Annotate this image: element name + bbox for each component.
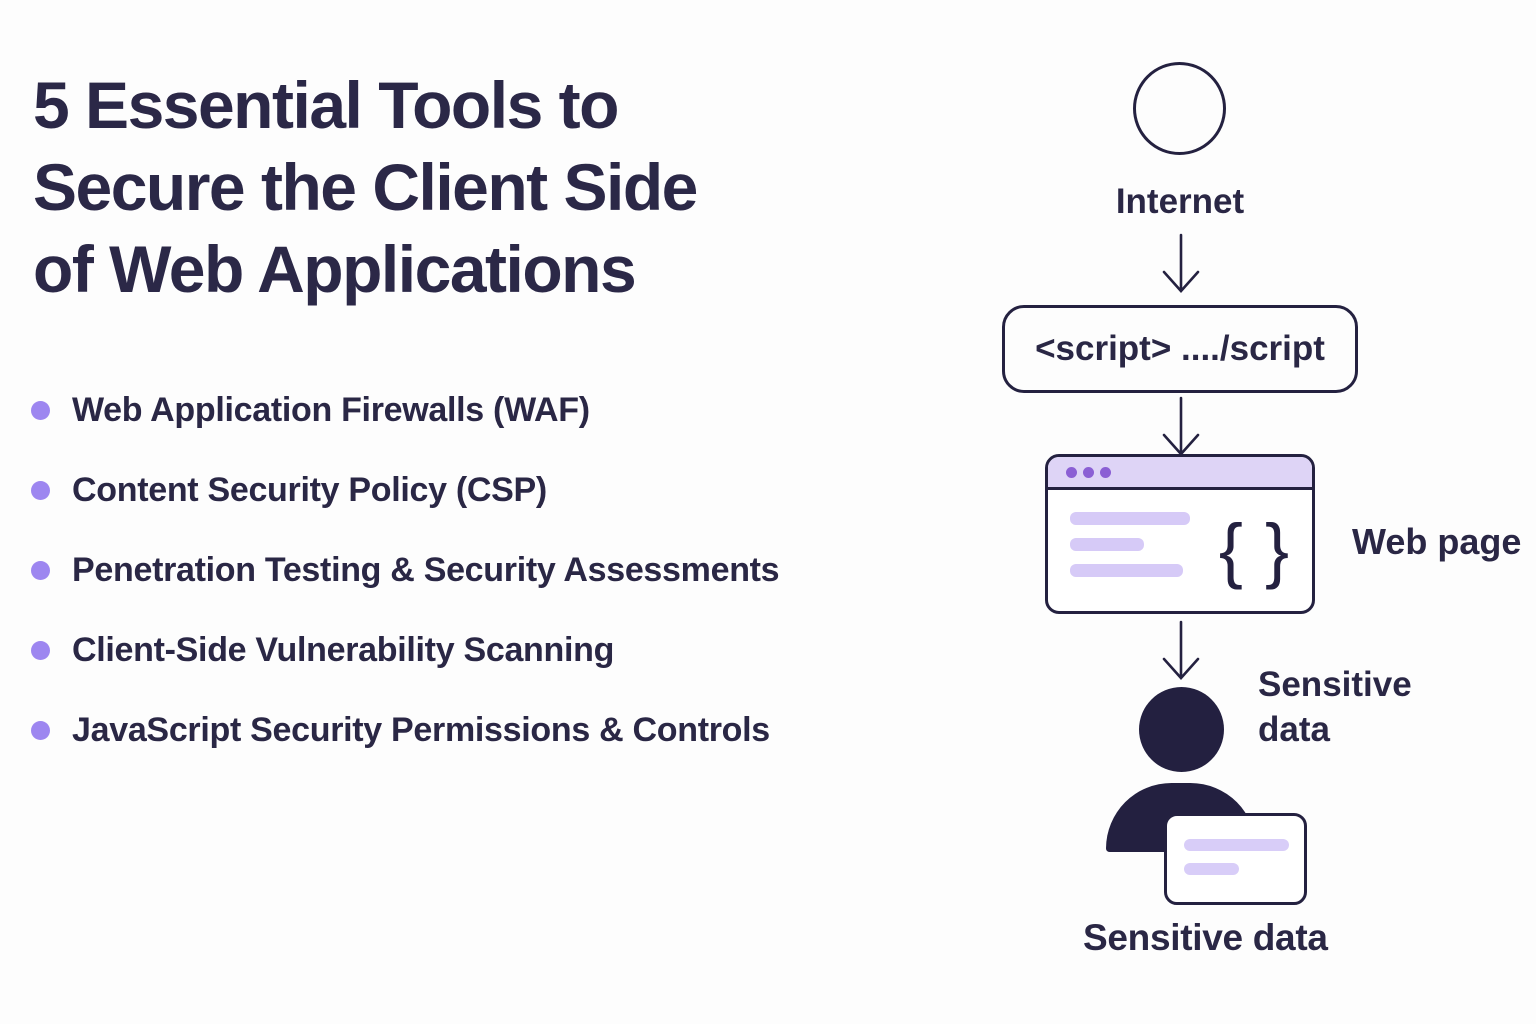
bullet-icon (31, 560, 50, 580)
list-item: Penetration Testing & Security Assessmen… (31, 530, 780, 610)
list-item: JavaScript Security Permissions & Contro… (31, 690, 779, 770)
user-head-icon (1139, 687, 1224, 772)
bullet-icon (31, 640, 50, 660)
arrow-down-icon (1162, 620, 1200, 680)
arrow-down-icon (1162, 396, 1200, 456)
browser-window-icon: { } (1045, 454, 1315, 614)
internet-circle-icon (1133, 62, 1226, 155)
text-line-bar (1184, 839, 1289, 851)
list-item: Content Security Policy (CSP) (31, 450, 779, 530)
sensitive-data-side-label: Sensitive data (1258, 662, 1412, 752)
tool-label: Client-Side Vulnerability Scanning (72, 630, 615, 669)
bullet-icon (31, 480, 50, 500)
sensitive-data-side-line-1: Sensitive (1258, 665, 1412, 704)
page-title-line-1: 5 Essential Tools to (33, 68, 619, 142)
text-line-bar (1070, 538, 1144, 551)
bullet-icon (31, 720, 50, 740)
bullet-icon (31, 400, 50, 420)
list-item: Web Application Firewalls (WAF) (31, 370, 779, 450)
text-line-bar (1184, 863, 1239, 875)
window-dot-icon (1066, 466, 1077, 478)
sensitive-data-caption: Sensitive data (1083, 917, 1328, 958)
curly-braces-icon: { } (1218, 510, 1290, 591)
page-title-line-2: Secure the Client Side (33, 150, 698, 224)
window-dot-icon (1100, 466, 1111, 478)
tool-label: Penetration Testing & Security Assessmen… (72, 550, 780, 589)
tool-label: JavaScript Security Permissions & Contro… (72, 710, 770, 749)
text-line-bar (1070, 512, 1190, 525)
internet-label: Internet (1115, 182, 1245, 221)
page-title-line-3: of Web Applications (33, 232, 637, 306)
browser-body: { } (1048, 490, 1312, 611)
script-tag-node: <script> ..../script (1002, 305, 1358, 393)
window-dot-icon (1083, 466, 1094, 478)
sensitive-data-side-line-2: data (1258, 710, 1330, 749)
page-title: 5 Essential Tools to Secure the Client S… (33, 64, 893, 310)
arrow-down-icon (1162, 233, 1200, 293)
tool-label: Content Security Policy (CSP) (72, 470, 547, 509)
list-item: Client-Side Vulnerability Scanning (31, 610, 779, 690)
tools-list: Web Application Firewalls (WAF) Content … (31, 370, 780, 770)
text-line-bar (1070, 564, 1183, 577)
sensitive-data-card-icon (1164, 813, 1307, 905)
tool-label: Web Application Firewalls (WAF) (72, 390, 590, 429)
web-page-label: Web page (1352, 521, 1522, 562)
browser-titlebar (1048, 457, 1312, 490)
